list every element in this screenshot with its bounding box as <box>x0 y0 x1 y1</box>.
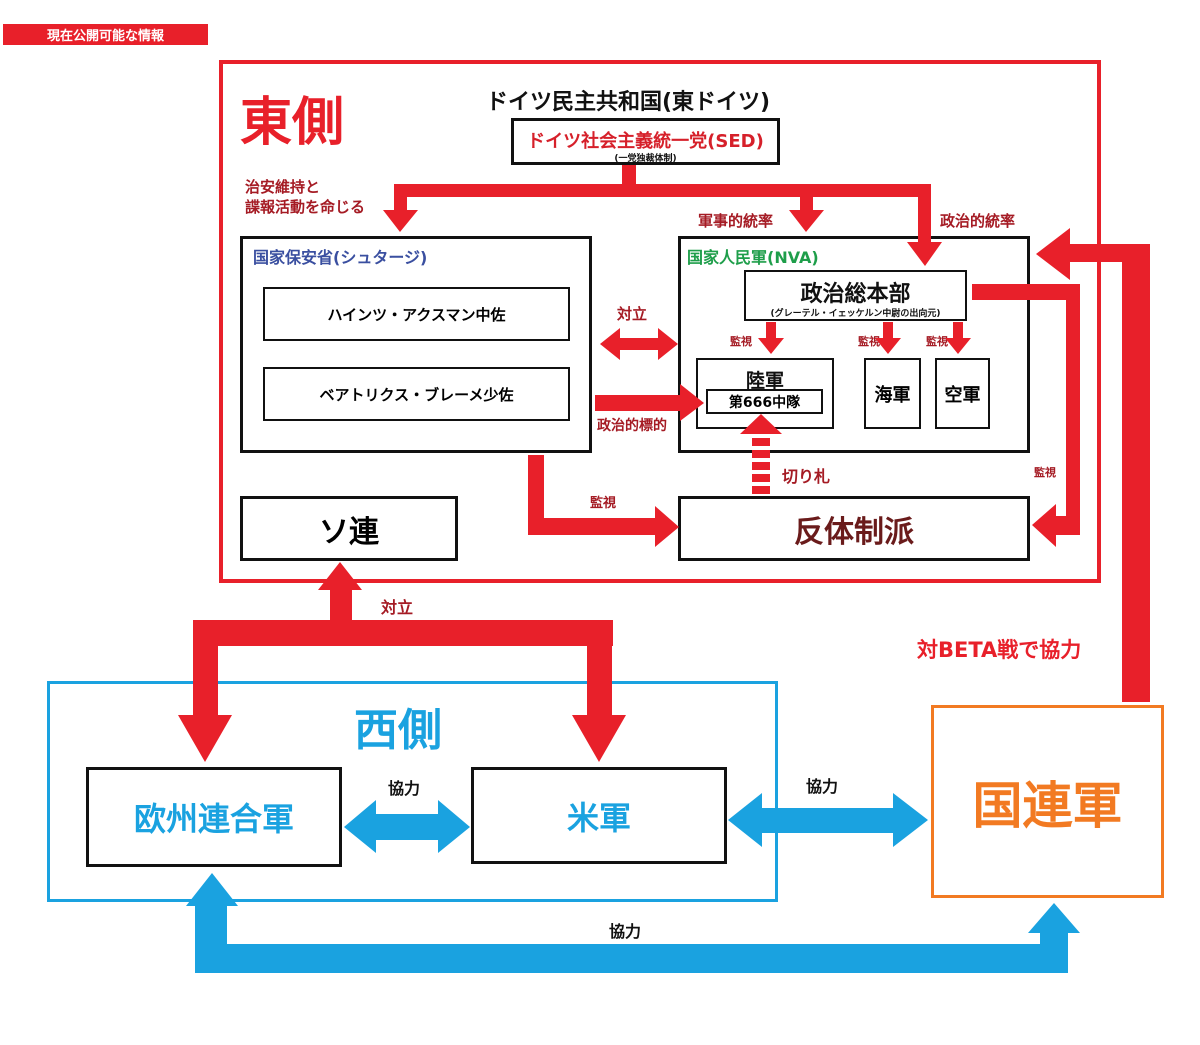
east-frame <box>219 60 1101 583</box>
stasi-nva-conflict-label: 対立 <box>617 305 648 323</box>
arrow-trump-card-dash-1 <box>752 438 770 446</box>
sed-box: ドイツ社会主義統一党(SED) (一党独裁体制) <box>511 118 780 165</box>
navy-box: 海軍 <box>864 358 921 429</box>
arrow-eu-us-coop <box>344 800 470 853</box>
political-target-label: 政治的標的 <box>597 418 667 434</box>
airforce-box: 空軍 <box>935 358 990 429</box>
eu-us-coop-label: 協力 <box>388 779 421 798</box>
arrow-hq-monitor-navy <box>875 322 901 354</box>
arrow-trump-card-dash-2 <box>752 450 770 458</box>
west-title: 西側 <box>354 705 442 756</box>
monitor-label-airforce: 監視 <box>926 335 948 348</box>
conflict-fork-bar <box>193 620 613 646</box>
arrow-stasi-nva-conflict <box>600 328 678 360</box>
stasi-member-axman: ハインツ・アクスマン中佐 <box>263 287 570 341</box>
sed-horizontal-connector <box>394 184 931 197</box>
eu-army-box: 欧州連合軍 <box>86 767 342 867</box>
political-control-label: 政治的統率 <box>940 212 1016 230</box>
nva-title: 国家人民軍(NVA) <box>687 248 819 267</box>
stasi-title: 国家保安省(シュタージ) <box>253 248 428 267</box>
navy-label: 海軍 <box>874 384 911 406</box>
beta-coop-label: 対BETA戦で協力 <box>917 638 1082 662</box>
arrow-stasi-monitor-opposition <box>528 455 679 547</box>
us-un-coop-label: 協力 <box>806 777 839 796</box>
stasi-member-breme: ベアトリクス・ブレーメ少佐 <box>263 367 570 421</box>
political-hq-name: 政治総本部 <box>800 282 911 307</box>
opposition-label: 反体制派 <box>794 514 914 550</box>
eu-un-coop-label: 協力 <box>609 922 642 941</box>
arrow-trump-card-dash-3 <box>752 462 770 470</box>
unit-666-label: 第666中隊 <box>728 394 801 411</box>
arrow-hq-monitor-opposition <box>972 284 1080 547</box>
arrow-conflict-to-eu <box>178 640 232 762</box>
trump-card-label: 切り札 <box>782 467 831 486</box>
us-army-label: 米軍 <box>566 798 631 837</box>
stasi-member-breme-label: ベアトリクス・ブレーメ少佐 <box>319 385 514 404</box>
arrow-trump-card-head <box>740 414 782 434</box>
hq-monitor-label: 監視 <box>1034 466 1056 479</box>
public-info-badge-label: 現在公開可能な情報 <box>46 29 164 44</box>
arrow-hq-monitor-airforce <box>945 322 971 354</box>
eu-army-label: 欧州連合軍 <box>133 800 294 838</box>
stasi-monitor-label: 監視 <box>590 496 617 511</box>
army-name: 陸軍 <box>745 370 784 392</box>
arrow-political-target <box>595 384 704 421</box>
order-label-line2: 諜報活動を命じる <box>245 198 366 216</box>
public-info-badge: 現在公開可能な情報 <box>3 24 208 45</box>
arrow-sed-to-hq <box>907 190 942 266</box>
arrow-sed-to-stasi <box>383 190 418 232</box>
sed-note: (一党独裁体制) <box>614 154 677 164</box>
arrow-conflict-to-soviet <box>318 562 362 622</box>
sed-name: ドイツ社会主義統一党(SED) <box>527 131 764 152</box>
arrow-trump-card-dash-5 <box>752 486 770 494</box>
arrow-conflict-to-us <box>572 640 626 762</box>
us-army-box: 米軍 <box>471 767 727 864</box>
east-west-conflict-label: 対立 <box>381 598 414 617</box>
arrow-eu-un-coop <box>186 873 1080 973</box>
monitor-label-navy: 監視 <box>858 335 880 348</box>
unit-666-box: 第666中隊 <box>706 389 823 414</box>
soviet-label: ソ連 <box>319 514 379 550</box>
east-title: 東側 <box>240 93 345 153</box>
arrow-hq-monitor-army <box>758 322 784 354</box>
un-army-box: 国連軍 <box>931 705 1164 898</box>
arrow-trump-card-dash-4 <box>752 474 770 482</box>
arrow-sed-to-nva <box>789 190 824 232</box>
stasi-member-axman-label: ハインツ・アクスマン中佐 <box>327 305 506 324</box>
political-hq-note: (グレーテル・イェッケルン中尉の出向元) <box>770 309 941 319</box>
un-army-label: 国連軍 <box>972 776 1123 835</box>
opposition-box: 反体制派 <box>678 496 1030 561</box>
soviet-box: ソ連 <box>240 496 458 561</box>
gdr-title: ドイツ民主共和国(東ドイツ) <box>486 90 771 115</box>
monitor-label-army: 監視 <box>730 335 752 348</box>
military-control-label: 軍事的統率 <box>698 212 774 230</box>
airforce-label: 空軍 <box>944 384 981 406</box>
west-frame <box>47 681 778 902</box>
order-label-line1: 治安維持と <box>245 178 321 196</box>
arrow-us-un-coop <box>728 793 928 847</box>
political-hq-box: 政治総本部 (グレーテル・イェッケルン中尉の出向元) <box>744 270 967 321</box>
arrow-un-to-nva <box>1036 228 1150 702</box>
